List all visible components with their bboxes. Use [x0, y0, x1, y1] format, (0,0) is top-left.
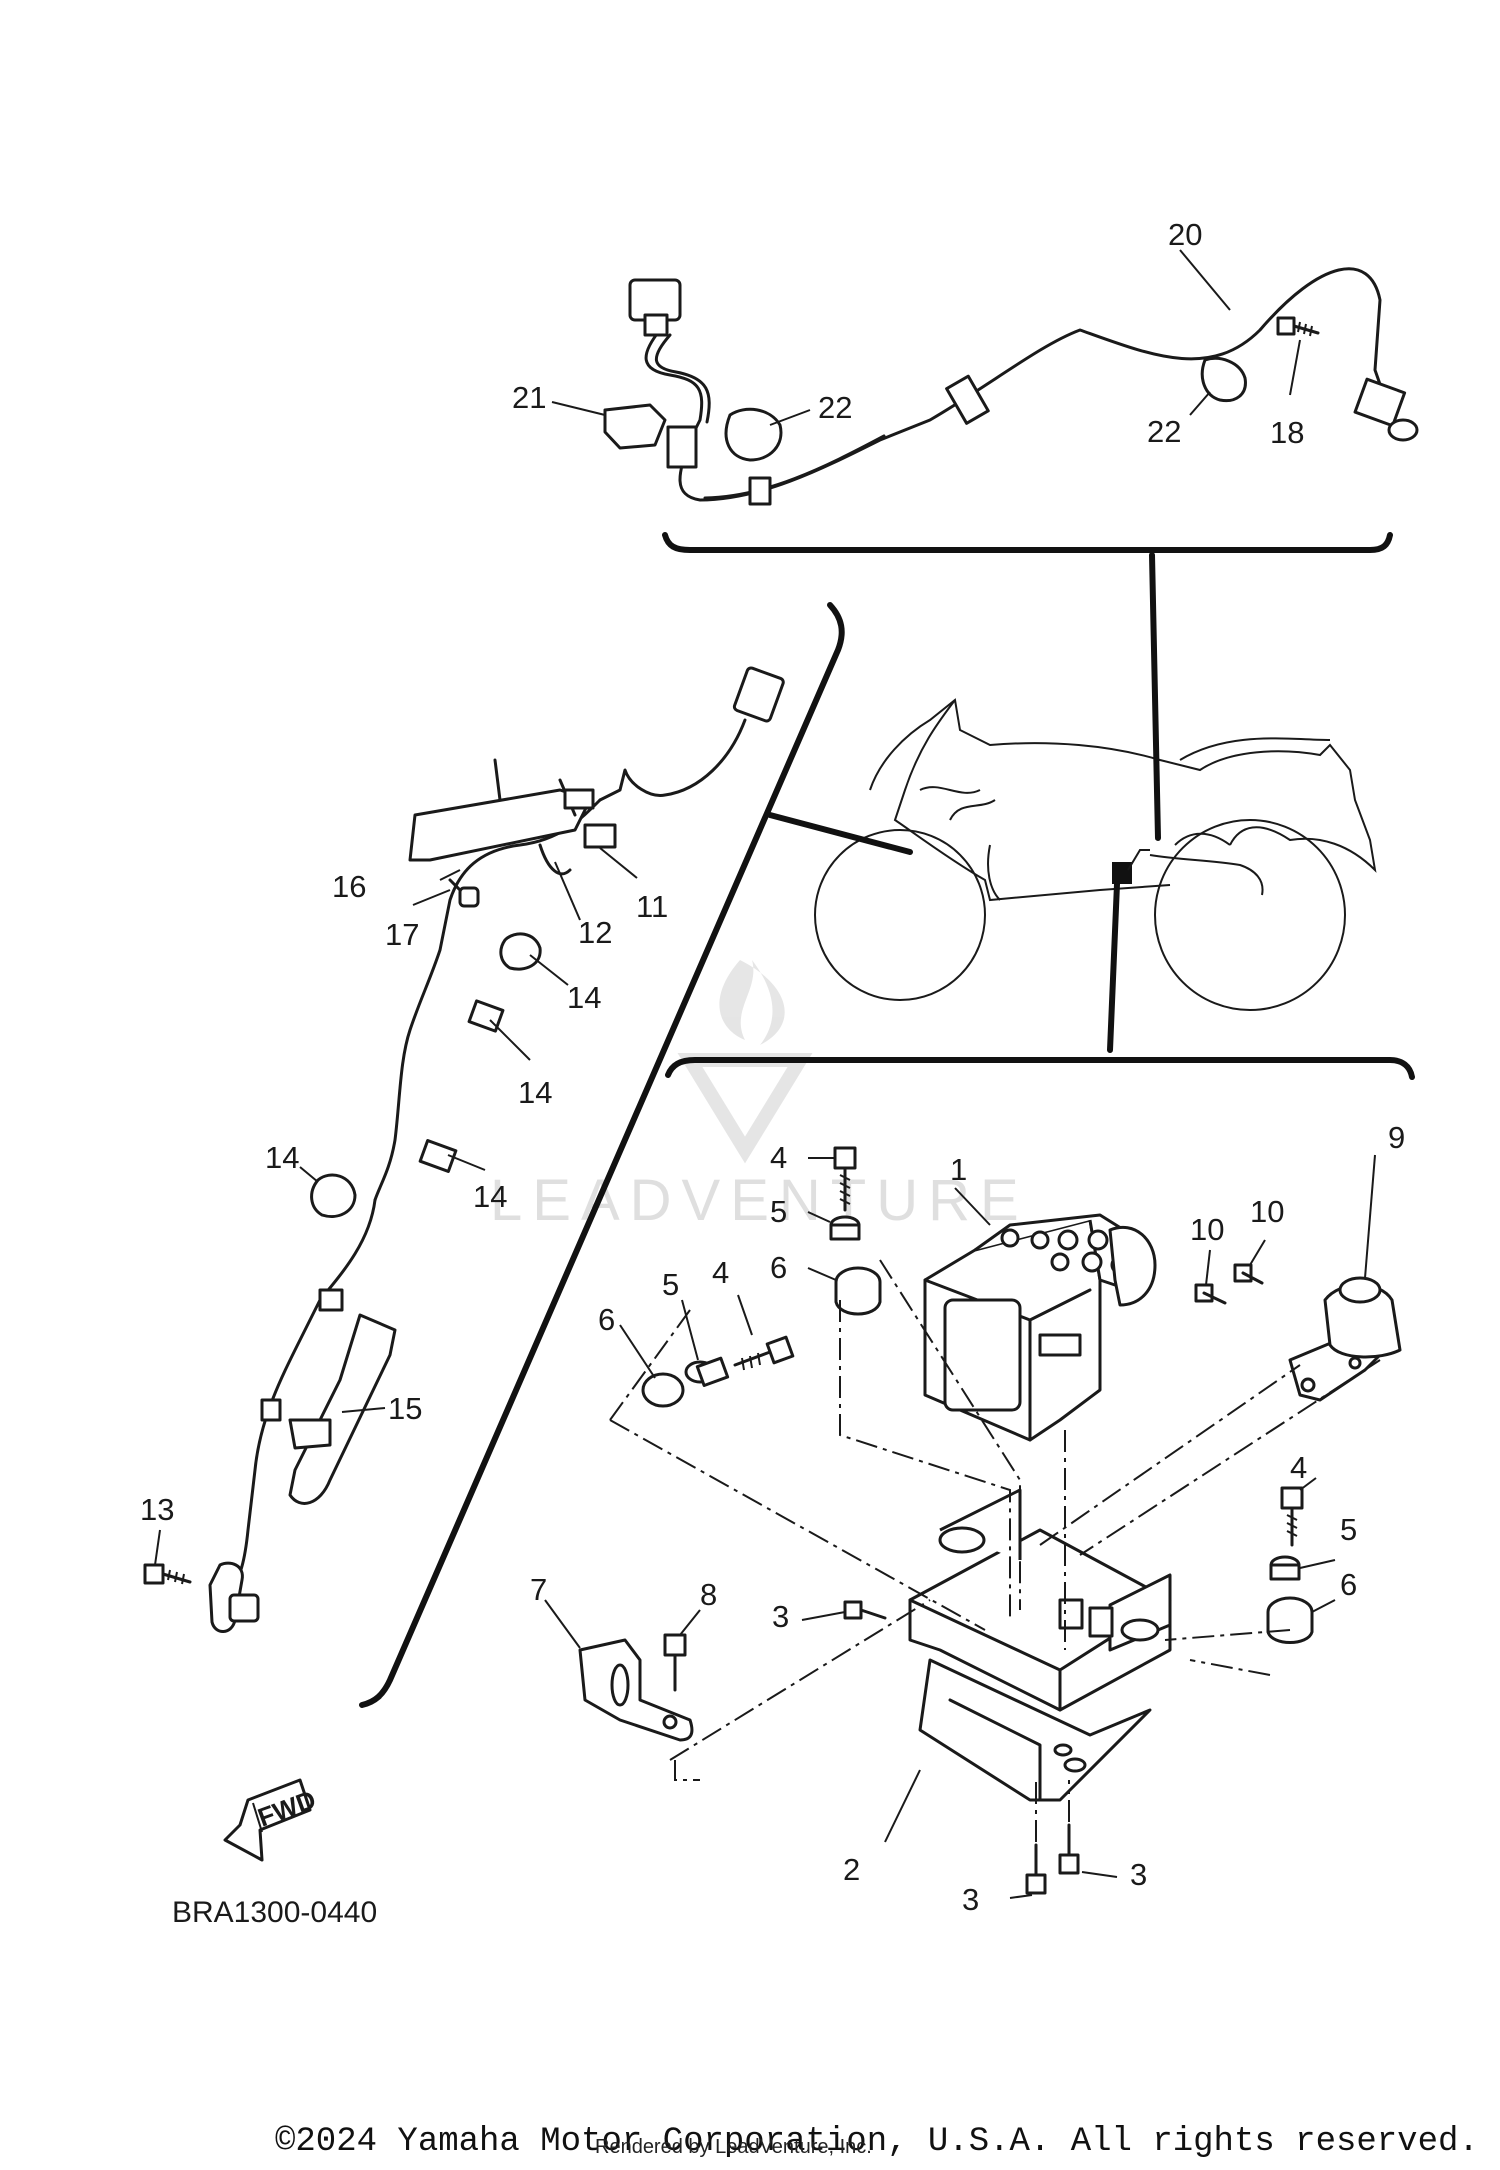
bracket-9: [1288, 1276, 1402, 1402]
callout-7: 7: [530, 1572, 547, 1607]
callout-14d: 14: [265, 1140, 299, 1175]
callout-1: 1: [950, 1152, 967, 1187]
callout-3c: 3: [1130, 1857, 1147, 1892]
assembly-lines: [609, 1259, 1381, 1842]
callout-13: 13: [140, 1492, 174, 1527]
abs-location-marker: [1112, 862, 1132, 884]
callout-18: 20: [1168, 217, 1202, 252]
callout-11: 11: [636, 889, 668, 924]
callout-14a: 14: [567, 980, 601, 1015]
rendered-by-notice: Rendered by LeadVenture, Inc.: [595, 2136, 872, 2158]
front-wheel-sensor-lead: [143, 666, 785, 1633]
callout-17: 17: [385, 917, 419, 952]
callout-6c: 6: [1340, 1567, 1357, 1602]
callout-10b: 10: [1250, 1194, 1284, 1229]
callout-labels: 20 22 21 22 18 11 12 16 17 14 14 14 14 1…: [140, 217, 1405, 1917]
rear-wheel-sensor-lead: [603, 267, 1419, 506]
clamp-21: [603, 403, 667, 450]
callout-3a: 3: [772, 1599, 789, 1634]
callout-5c: 5: [1340, 1512, 1357, 1547]
callout-4c: 4: [1290, 1450, 1307, 1485]
callout-6b: 6: [598, 1302, 615, 1337]
callout-8: 8: [700, 1577, 717, 1612]
callout-19: 18: [1270, 415, 1304, 450]
drawing-code: BRA1300-0440: [172, 1896, 377, 1929]
copyright-notice: ©2024 Yamaha Motor Corporation, U.S.A. A…: [275, 2123, 1479, 2161]
bracket-7: [578, 1638, 694, 1742]
motorcycle-silhouette: [814, 698, 1377, 1011]
callout-5a: 5: [770, 1194, 787, 1229]
callout-3b: 3: [962, 1882, 979, 1917]
callout-10a: 10: [1190, 1212, 1224, 1247]
callout-22: 22: [1147, 414, 1181, 449]
bracket-15: [288, 1313, 397, 1505]
callout-21: 21: [512, 380, 546, 415]
callout-16: 16: [332, 869, 366, 904]
callout-4b: 4: [712, 1255, 729, 1290]
clamp-20: [724, 407, 783, 462]
callout-20: 22: [818, 390, 852, 425]
callout-15: 15: [388, 1391, 422, 1426]
abs-bracket: [908, 1488, 1172, 1802]
left-detail-bracket: [359, 602, 845, 1708]
lower-detail-bracket: [665, 1057, 1415, 1080]
watermark-text: LEADVENTURE: [490, 1168, 1029, 1233]
callout-6a: 6: [770, 1250, 787, 1285]
callout-2: 2: [843, 1852, 860, 1887]
callout-14c: 14: [473, 1179, 507, 1214]
abs-hydraulic-unit: [923, 1213, 1157, 1442]
upper-detail-bracket: [662, 532, 1393, 553]
callout-14b: 14: [518, 1075, 552, 1110]
callout-9: 9: [1388, 1120, 1405, 1155]
clamp-14a: [499, 932, 542, 971]
detail-connectors: [767, 552, 1161, 1053]
clamp-22: [1200, 356, 1247, 403]
fwd-label: FWD: [254, 1784, 320, 1832]
bracket-16: [408, 788, 592, 862]
callout-4a: 4: [770, 1140, 787, 1175]
clamp-14c: [418, 1139, 458, 1173]
leader-lines: [154, 249, 1376, 1899]
fwd-arrow-icon: FWD: [223, 1778, 320, 1862]
callout-12: 12: [578, 915, 612, 950]
clamp-14d: [310, 1173, 357, 1218]
abs-mount-hardware: [641, 1146, 1314, 1895]
callout-5b: 5: [662, 1267, 679, 1302]
